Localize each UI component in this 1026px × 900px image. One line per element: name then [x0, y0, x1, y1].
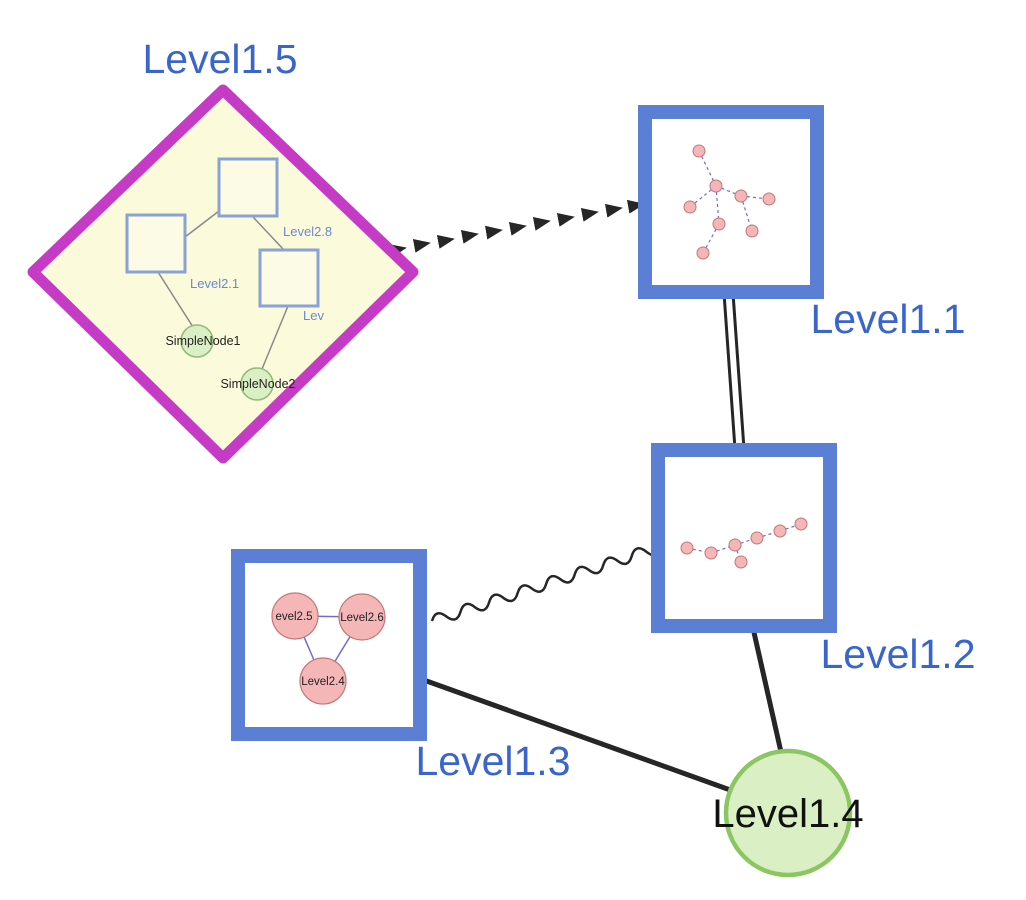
node-level11[interactable]: [638, 105, 824, 299]
level11-mini-node[interactable]: [712, 217, 726, 231]
edge-level13-to-level14[interactable]: [420, 676, 734, 794]
edge-level13-to-level12[interactable]: [430, 543, 657, 626]
level12-box[interactable]: [651, 443, 837, 633]
level15-child-simplenode1[interactable]: [180, 324, 214, 358]
level13-box[interactable]: [231, 549, 427, 741]
level11-mini-node[interactable]: [762, 192, 776, 206]
level13-child-left[interactable]: [271, 592, 319, 640]
level12-label: Level1.2: [820, 631, 975, 677]
level12-mini-node[interactable]: [680, 541, 694, 555]
level15-diamond-shape[interactable]: [27, 84, 419, 464]
level11-mini-node[interactable]: [683, 200, 697, 214]
level15-inner-edge-1[interactable]: [184, 210, 220, 238]
level11-box[interactable]: [638, 105, 824, 299]
level12-mini-node[interactable]: [728, 538, 742, 552]
level11-mini-node[interactable]: [734, 189, 748, 203]
level14-label: Level1.4: [712, 792, 863, 836]
edge-level12-to-level14[interactable]: [750, 627, 784, 753]
level12-mini-node[interactable]: [704, 546, 718, 560]
level15-child-square-left-label: Level2.1: [190, 276, 239, 291]
level12-mini-node[interactable]: [773, 524, 787, 538]
node-level14[interactable]: Level1.4: [712, 748, 864, 878]
level13-child-left-label: evel2.5: [275, 611, 312, 623]
level13-child-right-label: Level2.6: [340, 612, 383, 624]
node-level12[interactable]: [651, 443, 837, 633]
level13-child-bottom-label: Level2.4: [301, 676, 345, 688]
level11-label: Level1.1: [810, 296, 965, 342]
level15-child-square-top[interactable]: [217, 157, 279, 218]
level12-mini-node[interactable]: [794, 517, 808, 531]
level11-mini-graph: [683, 144, 776, 260]
node-level15[interactable]: Level2.8 Level2.1 Lev SimpleNode1 Simple…: [27, 84, 419, 464]
level12-mini-node[interactable]: [734, 555, 748, 569]
level14-circle[interactable]: [723, 748, 853, 878]
level15-child-square-left[interactable]: [125, 213, 187, 274]
level12-mini-graph: [680, 517, 808, 569]
level11-mini-node[interactable]: [696, 246, 710, 260]
level13-child-bottom[interactable]: [299, 657, 347, 705]
level15-child-simplenode2[interactable]: [240, 367, 274, 401]
level12-mini-node[interactable]: [750, 531, 764, 545]
simplenode1-label: SimpleNode1: [165, 334, 240, 348]
level11-mini-node[interactable]: [745, 224, 759, 238]
level15-label: Level1.5: [142, 36, 297, 82]
level15-inner-edge-2[interactable]: [252, 216, 285, 251]
simplenode2-label: SimpleNode2: [220, 377, 295, 391]
level15-child-square-right-label: Lev: [303, 308, 324, 323]
edge-level15-to-level11[interactable]: [388, 199, 645, 258]
level11-mini-node[interactable]: [709, 179, 723, 193]
level15-child-square-right[interactable]: [258, 248, 320, 308]
level15-inner-edge-3[interactable]: [157, 271, 194, 328]
level13-mini-graph: evel2.5 Level2.6 Level2.4: [271, 592, 386, 705]
level15-inner-edge-4[interactable]: [261, 305, 289, 370]
level15-child-square-top-label: Level2.8: [283, 224, 332, 239]
level13-child-right[interactable]: [338, 593, 386, 641]
node-level13[interactable]: evel2.5 Level2.6 Level2.4: [231, 549, 427, 741]
level13-label: Level1.3: [415, 738, 570, 784]
level11-mini-node[interactable]: [692, 144, 706, 158]
edge-level11-to-level12[interactable]: [722, 292, 746, 450]
